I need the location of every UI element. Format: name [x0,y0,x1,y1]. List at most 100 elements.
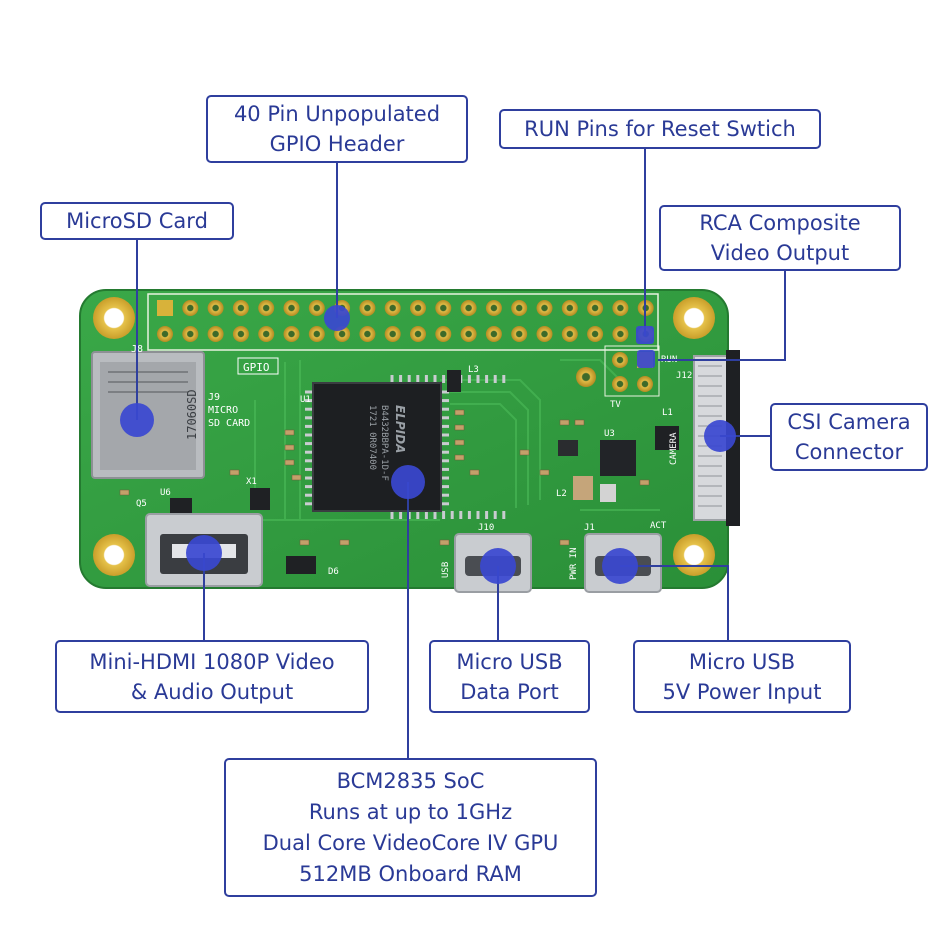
chip-brand: ELPIDA [393,405,407,453]
smd-part [299,539,310,546]
run-pin-1 [612,352,628,368]
callout-micro-usb-power: Micro USB 5V Power Input [633,640,851,713]
gpio-header-silkscreen [147,293,659,351]
gpio-pin [384,300,401,316]
callout-usb-power-line-2: 5V Power Input [662,679,822,704]
gpio-pin [435,300,452,316]
callout-csi-line-1: CSI Camera [787,410,911,434]
board-label-u6: U6 [160,488,171,498]
callout-gpio-header: 40 Pin Unpopulated GPIO Header [206,95,468,163]
callout-csi-line-2: Connector [794,440,904,464]
callout-rca-line-2: Video Output [710,241,850,265]
gpio-pin [511,300,528,316]
board-label-l3: L3 [468,365,479,375]
gpio-pin [587,300,604,316]
smd-part [291,474,302,481]
mount-hole-bottom-right [673,534,715,576]
smd-part [454,409,465,416]
callout-rca-video: RCA Composite Video Output [659,205,901,271]
board-label-sd-code: 17060SD [185,389,199,440]
callout-rca-line-1: RCA Composite [699,211,861,235]
board-label-q5: Q5 [136,499,147,509]
board-label-usb: USB [441,562,451,578]
mount-hole-bottom-left [93,534,135,576]
smd-part [574,419,585,426]
gpio-pin [410,326,426,342]
marker-hdmi [186,535,222,571]
callout-soc-line-1: BCM2835 SoC [336,768,485,793]
gpio-pin [612,300,629,316]
mount-hole-top-left [93,297,135,339]
gpio-pin [435,326,452,342]
marker-usb-data [480,548,516,584]
marker-gpio [324,305,350,331]
board-label-j12: J12 [676,371,692,381]
csi-camera-connector [693,350,740,526]
board-label-j9: J9 [208,392,220,403]
gpio-pin [308,326,325,342]
gpio-pin [157,326,173,342]
chip-part: B4432BBPA-1D-F [379,405,389,481]
passive-components [170,370,679,574]
marker-usb-power [602,548,638,584]
gpio-pin [157,300,173,316]
tiny-smd-parts [119,409,650,546]
gpio-pin [485,326,502,342]
callout-micro-usb-data: Micro USB Data Port [429,640,590,713]
smd-part [339,539,350,546]
marker-sd [120,403,154,437]
callout-markers [120,305,736,584]
board-label-j10: J10 [478,523,494,533]
gpio-pin [410,300,426,316]
gpio-pin [283,300,300,316]
smd-part [469,469,480,476]
gpio-pins [157,300,654,342]
gpio-label-box [237,357,279,375]
test-pad [576,367,596,387]
smd-part [559,539,570,546]
callout-hdmi-line-1: Mini-HDMI 1080P Video [89,649,335,674]
gpio-pin [258,326,275,342]
gpio-pin [460,326,477,342]
smd-part [454,424,465,431]
gpio-pin [612,326,629,342]
smd-part [559,419,570,426]
gpio-pin [536,300,553,316]
tv-pin-1 [612,376,628,392]
gpio-pin [258,300,275,316]
board-label-l1: L1 [662,408,673,418]
callout-run-pins: RUN Pins for Reset Swtich [499,109,821,149]
callout-gpio-line-2: GPIO Header [269,132,405,156]
callout-usb-data-line-1: Micro USB [456,649,563,674]
callout-soc-line-4: 512MB Onboard RAM [299,861,522,886]
gpio-pin [182,300,199,316]
smd-part [439,539,450,546]
smd-part [519,449,530,456]
smd-part [119,489,130,496]
board-label-x1: X1 [246,477,257,487]
callout-microsd-card: MicroSD Card [40,202,234,240]
board-label-u1: U1 [300,395,311,405]
smd-part [639,479,650,486]
board-label-tv: TV [610,400,621,410]
callout-run-line-1: RUN Pins for Reset Swtich [524,117,796,141]
board-label-j1: J1 [584,523,595,533]
board-label-micro: MICRO [208,405,238,416]
marker-rca [637,350,655,368]
gpio-pin [232,300,249,316]
smd-part [454,454,465,461]
marker-soc [391,465,425,499]
callout-gpio-line-1: 40 Pin Unpopulated [233,102,441,126]
callout-soc-line-3: Dual Core VideoCore IV GPU [262,830,559,855]
callout-usb-data-line-2: Data Port [460,679,559,704]
gpio-pin [232,326,249,342]
gpio-pin [283,326,300,342]
gpio-pin [587,326,604,342]
marker-csi [704,420,736,452]
smd-part [454,439,465,446]
gpio-pin [561,300,578,316]
smd-part [284,429,295,436]
chip-code: 1721 0R07400 [367,405,377,470]
gpio-pin [384,326,401,342]
